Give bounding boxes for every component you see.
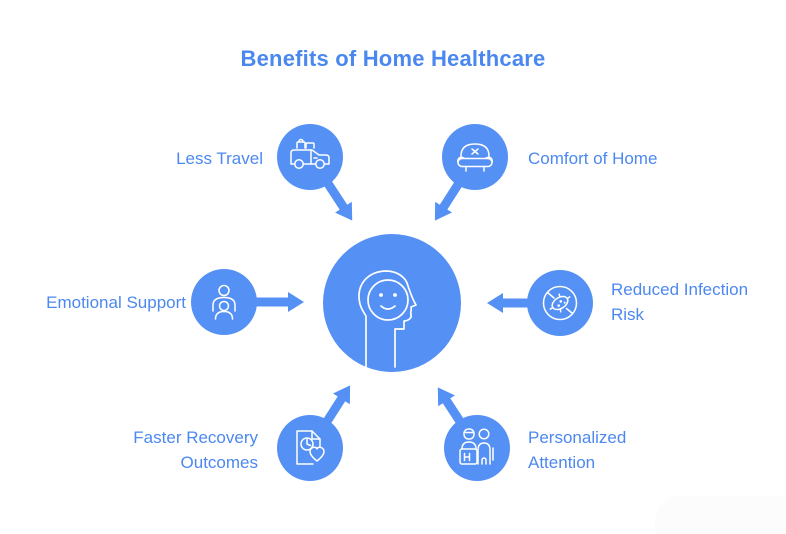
arrow-comfort-of-home xyxy=(434,180,463,221)
node-emotional-support xyxy=(191,269,257,335)
no-germs-icon xyxy=(542,285,578,321)
car-icon xyxy=(290,138,330,169)
hub-circle xyxy=(323,234,461,372)
arrow-personalized-attention xyxy=(437,387,465,426)
node-circle-faster-recovery-outcomes xyxy=(277,415,343,481)
node-circle-comfort-of-home xyxy=(442,124,508,190)
watermark-placeholder xyxy=(655,496,786,534)
node-circle-less-travel xyxy=(277,124,343,190)
label-emotional-support: Emotional Support xyxy=(46,293,186,312)
node-reduced-infection-risk xyxy=(527,270,593,336)
label-reduced-infection-risk: Reduced Infection Risk xyxy=(611,280,749,324)
node-comfort-of-home xyxy=(442,124,508,190)
armchair-icon xyxy=(456,143,494,172)
label-less-travel: Less Travel xyxy=(176,149,263,168)
label-faster-recovery-outcomes: Faster Recovery Outcomes xyxy=(133,428,258,472)
caregiver-icon xyxy=(212,284,236,320)
node-circle-personalized-attention xyxy=(444,415,510,481)
node-less-travel xyxy=(277,124,343,190)
node-circle-reduced-infection-risk xyxy=(527,270,593,336)
patient-care-icon xyxy=(459,428,494,465)
recovery-chart-icon xyxy=(296,430,325,465)
node-faster-recovery-outcomes xyxy=(277,415,343,481)
arrow-less-travel xyxy=(323,179,353,221)
hub-node xyxy=(323,234,461,372)
head-with-smile-icon xyxy=(358,270,417,368)
label-personalized-attention: Personalized Attention xyxy=(528,428,627,472)
page-title: Benefits of Home Healthcare xyxy=(240,46,546,71)
node-personalized-attention xyxy=(444,415,510,481)
arrow-faster-recovery xyxy=(322,385,351,426)
label-comfort-of-home: Comfort of Home xyxy=(528,149,658,168)
connector-arrows xyxy=(255,179,529,426)
